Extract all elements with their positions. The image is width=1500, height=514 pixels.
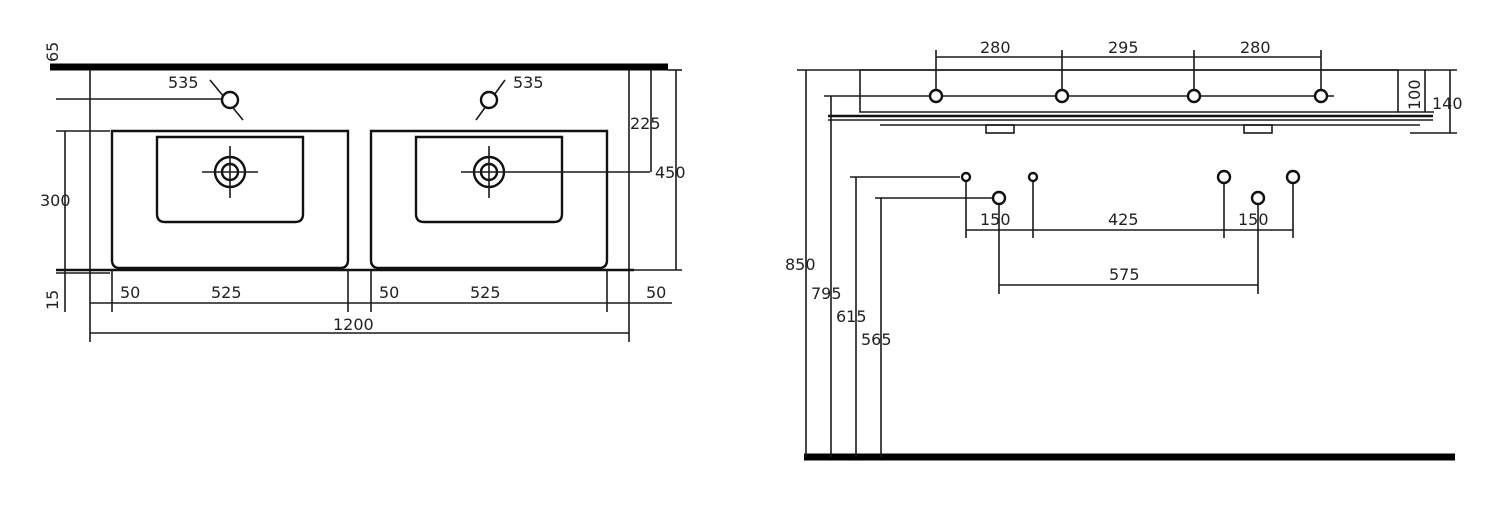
label-total-width: 1200 [333,315,374,334]
fixing-hole-icon-4 [1313,88,1329,104]
left-drain-icon [202,146,258,198]
label-basin-depth: 100 [1405,79,1424,110]
label-spacing-1: 280 [980,38,1011,57]
label-overflow-height: 225 [630,114,661,133]
left-bowl-inner [155,135,305,224]
fixing-hole-icon-3 [1186,88,1202,104]
label-height-drain: 565 [861,330,892,349]
supply-hole-icon-3 [1216,169,1232,185]
label-bottom-gap: 15 [43,290,62,310]
label-total-depth: 140 [1432,94,1463,113]
label-height-total: 850 [785,255,816,274]
label-tap-right: 535 [513,73,544,92]
label-side-right: 50 [646,283,666,302]
left-tap-hole-icon [56,79,244,121]
label-height-supply: 615 [836,307,867,326]
label-spacing-3: 280 [1240,38,1271,57]
drain-hole-icon-2 [1250,190,1266,206]
right-tap-hole-icon [475,79,506,121]
label-middle: 50 [379,283,399,302]
front-view: 65 535 535 300 225 450 15 50 525 50 525 … [40,42,686,342]
label-height-top: 795 [811,284,842,303]
left-bowl-outline [110,129,350,270]
supply-hole-icon-1 [960,171,972,183]
basin-foot-left [985,124,1015,134]
label-total-height: 450 [655,163,686,182]
label-bowl-right-width: 525 [470,283,501,302]
fixing-hole-icon-1 [928,88,944,104]
right-bowl-outline [369,129,609,270]
label-bowl-depth: 300 [40,191,71,210]
right-drain-icon [461,146,650,198]
label-tap-left: 535 [168,73,199,92]
drain-hole-icon-1 [991,190,1007,206]
fixing-hole-icon-2 [1054,88,1070,104]
label-drain-spacing: 575 [1109,265,1140,284]
label-side-left: 50 [120,283,140,302]
right-bowl-inner [414,135,564,224]
label-hole-left-spacing: 150 [980,210,1011,229]
supply-hole-icon-2 [1027,171,1039,183]
basin-foot-right [1243,124,1273,134]
label-top-thickness: 65 [43,42,62,62]
label-hole-middle-spacing: 425 [1108,210,1139,229]
supply-hole-icon-4 [1285,169,1301,185]
side-view: 280 295 280 100 140 150 425 150 575 850 … [785,38,1463,461]
label-spacing-2: 295 [1108,38,1139,57]
label-hole-right-spacing: 150 [1238,210,1269,229]
label-bowl-left-width: 525 [211,283,242,302]
